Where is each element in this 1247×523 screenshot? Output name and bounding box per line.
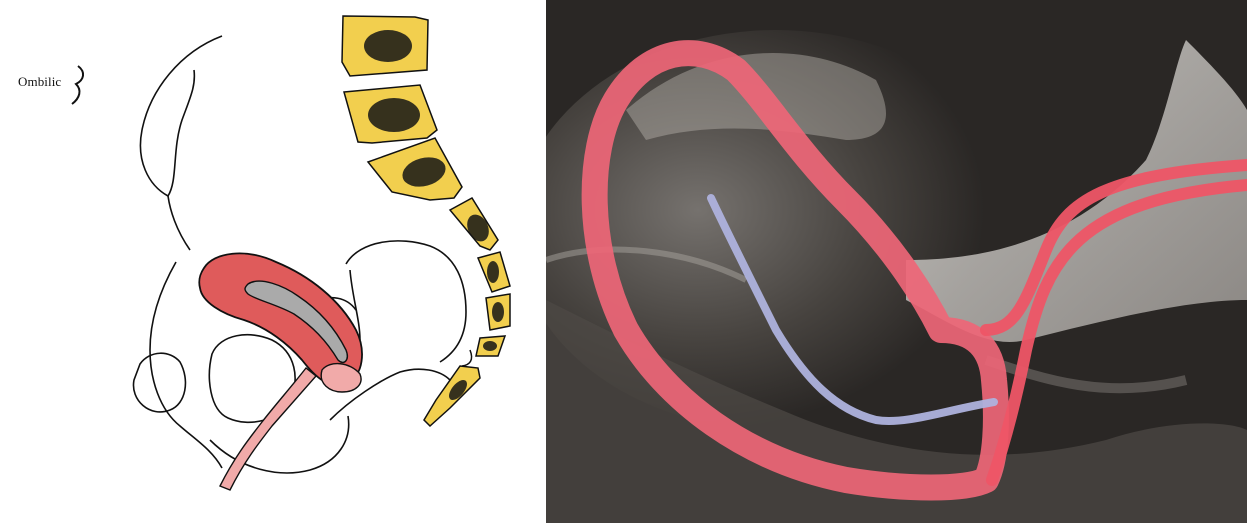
- uterus: [199, 253, 362, 392]
- spine: [342, 16, 510, 426]
- umbilicus-mark: [72, 66, 83, 104]
- pelvis-sagittal-diagram: Ombilic: [0, 0, 545, 523]
- ultrasound-scan: [546, 0, 1247, 523]
- ultrasound-image: [546, 0, 1247, 523]
- umbilicus-label: Ombilic: [18, 74, 61, 90]
- pelvis-drawing: [0, 0, 545, 523]
